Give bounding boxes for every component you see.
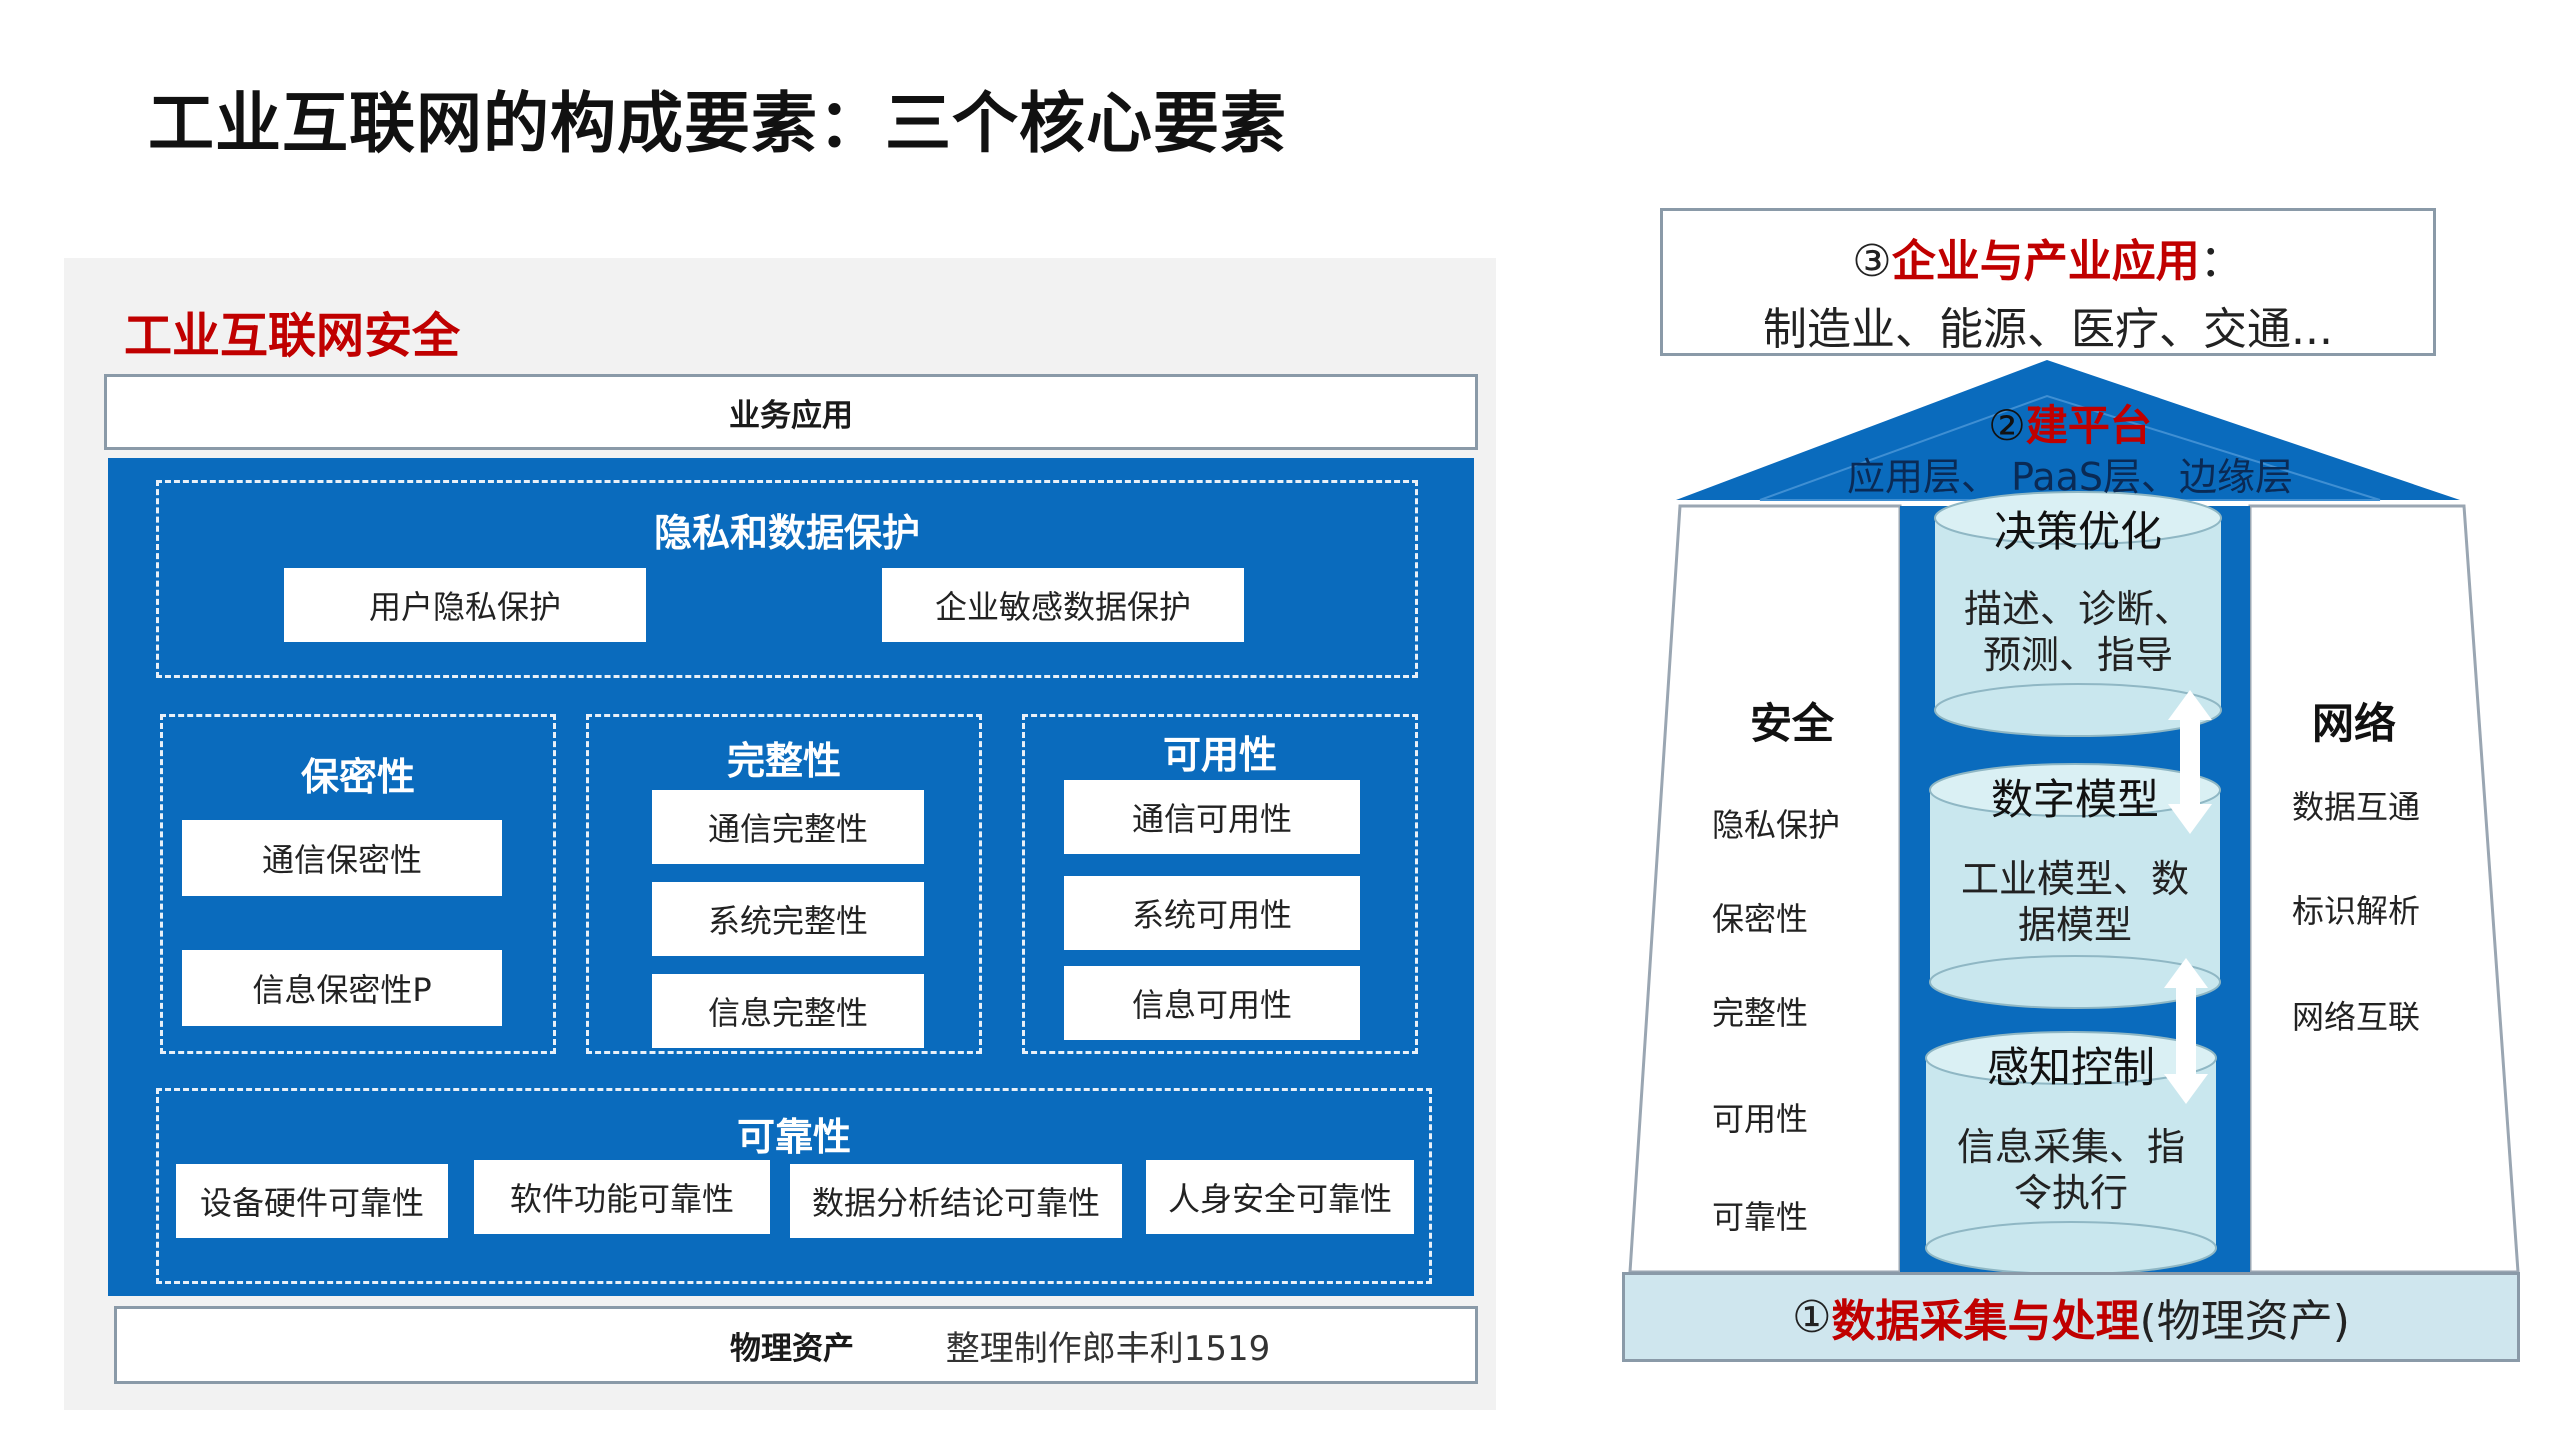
- security-pillar-item: 可用性: [1712, 1100, 1809, 1138]
- reliability-group: [156, 1088, 1432, 1284]
- reliability-group-title: 可靠性: [736, 1115, 851, 1159]
- network-pillar-item: 数据互通: [2292, 788, 2421, 826]
- availability-group: [1022, 714, 1418, 1054]
- integrity-item: 系统完整性: [652, 882, 924, 956]
- security-pillar-item: 完整性: [1712, 994, 1809, 1032]
- security-pillar-title: 安全: [1750, 699, 1835, 748]
- cylinder-body: 信息采集、指 令执行: [1926, 1124, 2216, 1216]
- availability-item: 信息可用性: [1064, 966, 1360, 1040]
- page-title: 工业互联网的构成要素：三个核心要素: [148, 85, 1287, 162]
- cylinder-body: 工业模型、数 据模型: [1930, 856, 2220, 948]
- data-number: ①: [1792, 1291, 1832, 1343]
- watermark-label: 整理制作郎丰利1519: [928, 1310, 1288, 1380]
- cylinder-line: 描述、诊断、: [1963, 587, 2192, 631]
- application-number: ③: [1852, 236, 1892, 287]
- privacy-group-title: 隐私和数据保护: [653, 511, 920, 555]
- reliability-item: 数据分析结论可靠性: [790, 1164, 1122, 1238]
- availability-item: 系统可用性: [1064, 876, 1360, 950]
- platform-number: ②: [1988, 401, 2026, 450]
- application-colon: ：: [2199, 236, 2244, 287]
- application-box: ③企业与产业应用： 制造业、能源、医疗、交通...: [1660, 208, 2436, 356]
- reliability-item: 软件功能可靠性: [474, 1160, 770, 1234]
- network-pillar-title: 网络: [2312, 699, 2397, 748]
- availability-item: 通信可用性: [1064, 780, 1360, 854]
- reliability-item: 设备硬件可靠性: [176, 1164, 448, 1238]
- confidentiality-item: 信息保密性P: [182, 950, 502, 1026]
- data-title: 数据采集与处理: [1831, 1296, 2140, 1347]
- cylinder-title: 感知控制: [1986, 1043, 2155, 1092]
- confidentiality-group-title: 保密性: [300, 755, 415, 799]
- data-suffix: (物理资产): [2139, 1296, 2350, 1347]
- cylinder-line: 预测、指导: [1982, 633, 2173, 677]
- integrity-group-title: 完整性: [726, 739, 841, 783]
- confidentiality-item: 通信保密性: [182, 820, 502, 896]
- cylinder-title: 决策优化: [1993, 507, 2162, 556]
- security-section-title: 工业互联网安全: [124, 308, 461, 364]
- privacy-item: 企业敏感数据保护: [882, 568, 1244, 642]
- application-title: 企业与产业应用: [1891, 236, 2200, 287]
- cylinder-line: 工业模型、数: [1960, 857, 2189, 901]
- cylinder-line: 令执行: [2013, 1171, 2128, 1215]
- privacy-group: [156, 480, 1418, 678]
- platform-title: ②建平台: [1860, 392, 2280, 453]
- cylinder-digital-model: [1929, 763, 2221, 1009]
- cylinder-line: 据模型: [2017, 903, 2132, 947]
- left-pillar-outline: [1628, 504, 1902, 1274]
- application-examples: 制造业、能源、医疗、交通...: [1763, 304, 2333, 355]
- double-arrow-lower: [2164, 958, 2208, 1104]
- integrity-group: [586, 714, 982, 1054]
- cylinder-perception: [1925, 1031, 2217, 1275]
- availability-group-title: 可用性: [1162, 733, 1277, 777]
- cylinder-line: 信息采集、指: [1956, 1125, 2185, 1169]
- cylinder-body: 描述、诊断、 预测、指导: [1935, 586, 2221, 678]
- security-pillar-item: 隐私保护: [1712, 806, 1841, 844]
- double-arrow-upper: [2168, 690, 2212, 834]
- platform-layers: 应用层、 PaaS层、边缘层: [1847, 455, 2293, 499]
- confidentiality-group: [160, 714, 556, 1054]
- privacy-item: 用户隐私保护: [284, 568, 646, 642]
- security-pillar-item: 保密性: [1712, 900, 1809, 938]
- physical-asset-label: 物理资产: [730, 1330, 854, 1367]
- security-pillar-item: 可靠性: [1712, 1198, 1809, 1236]
- platform-title-text: 建平台: [2025, 401, 2152, 450]
- integrity-item: 通信完整性: [652, 790, 924, 864]
- integrity-item: 信息完整性: [652, 974, 924, 1048]
- network-pillar-item: 网络互联: [2292, 998, 2421, 1036]
- cylinder-title: 数字模型: [1990, 775, 2159, 824]
- network-pillar-item: 标识解析: [2292, 892, 2421, 930]
- business-application-layer: 业务应用: [104, 374, 1478, 450]
- cylinder-decision: [1934, 491, 2222, 737]
- reliability-item: 人身安全可靠性: [1146, 1160, 1414, 1234]
